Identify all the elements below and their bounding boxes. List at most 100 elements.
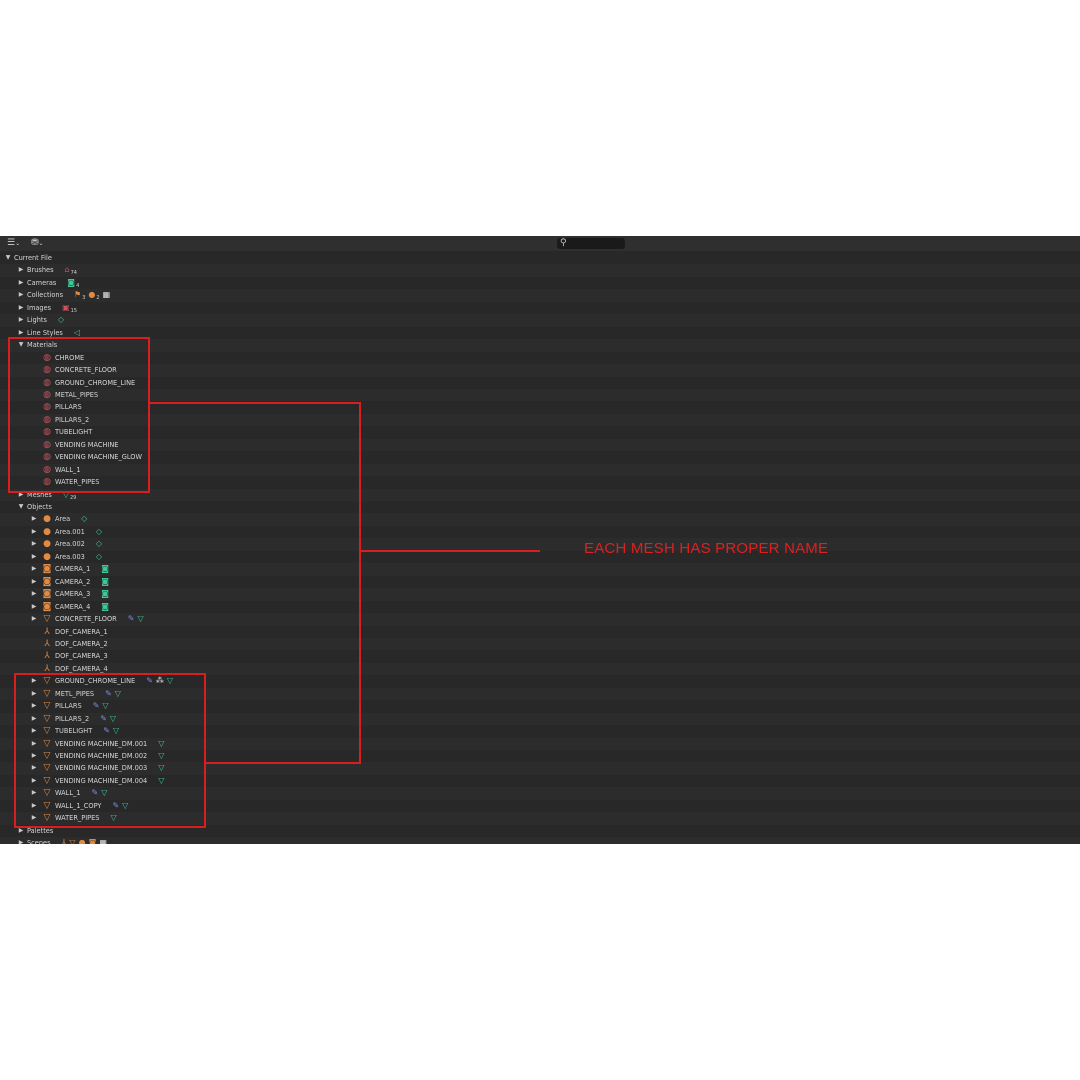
- expand-arrow-icon[interactable]: ▶: [31, 615, 37, 623]
- outliner-row[interactable]: ▶◙CAMERA_1◙: [0, 563, 1080, 576]
- camera-icon[interactable]: ◙: [88, 838, 97, 844]
- expand-arrow-icon[interactable]: ▶: [18, 490, 24, 498]
- mesh-data-icon[interactable]: ▽: [101, 788, 108, 798]
- outliner-row[interactable]: ▶Brushes⌂74: [0, 264, 1080, 277]
- outliner-row[interactable]: ◍WATER_PIPES: [0, 476, 1080, 489]
- display-mode-button[interactable]: ☰⌄: [7, 237, 20, 250]
- mesh-data-icon[interactable]: ▽: [114, 688, 121, 698]
- mesh-data-icon[interactable]: ▽: [158, 763, 165, 773]
- outliner-row[interactable]: ▶Images▣15: [0, 302, 1080, 315]
- outliner-row[interactable]: ◍VENDING MACHINE: [0, 438, 1080, 452]
- expand-arrow-icon[interactable]: ▶: [18, 826, 24, 834]
- scene-icon[interactable]: ▦: [102, 290, 111, 300]
- brush-icon[interactable]: ⌂: [64, 265, 70, 275]
- outliner-row[interactable]: ◍VENDING MACHINE_GLOW: [0, 451, 1080, 464]
- expand-arrow-icon[interactable]: ▶: [18, 328, 24, 336]
- outliner-row[interactable]: ▶Collections⚑3●2▦: [0, 289, 1080, 302]
- light-data-icon[interactable]: ◇: [81, 514, 88, 524]
- outliner-row[interactable]: ⅄DOF_CAMERA_4: [0, 662, 1080, 676]
- mesh-data-icon[interactable]: ▽: [110, 813, 117, 823]
- collection-icon[interactable]: ●: [88, 290, 96, 300]
- search-input[interactable]: [569, 238, 623, 249]
- expand-arrow-icon[interactable]: ▶: [18, 839, 24, 844]
- linestyle-icon[interactable]: ◁: [73, 327, 80, 337]
- modifier-wrench-icon[interactable]: ✎: [127, 614, 135, 624]
- camera-data-icon[interactable]: ◙: [101, 576, 110, 586]
- outliner-row[interactable]: ▶▽VENDING MACHINE_DM.001▽: [0, 737, 1080, 751]
- expand-arrow-icon[interactable]: ▶: [31, 714, 37, 722]
- expand-arrow-icon[interactable]: ▶: [31, 515, 37, 523]
- expand-arrow-icon[interactable]: ▶: [31, 727, 37, 735]
- outliner-row[interactable]: ▶▽WATER_PIPES▽: [0, 812, 1080, 825]
- outliner-row[interactable]: ▶▽PILLARS✎▽: [0, 700, 1080, 713]
- light-data-icon[interactable]: ◇: [57, 315, 65, 325]
- mesh-data-icon[interactable]: ▽: [158, 775, 165, 785]
- outliner-row[interactable]: ▶◙CAMERA_3◙: [0, 588, 1080, 601]
- outliner-row[interactable]: ▶●Area.002◇: [0, 538, 1080, 551]
- outliner-row[interactable]: ▶▽WALL_1_COPY✎▽: [0, 800, 1080, 813]
- expand-arrow-icon[interactable]: ▶: [31, 677, 37, 685]
- light-data-icon[interactable]: ◇: [95, 526, 102, 536]
- expand-arrow-icon[interactable]: ▶: [31, 789, 37, 797]
- outliner-row[interactable]: ▶Palettes: [0, 825, 1080, 838]
- expand-arrow-icon[interactable]: ▶: [31, 814, 37, 822]
- mesh-data-icon[interactable]: ▽: [109, 713, 117, 723]
- outliner-row[interactable]: ▶Meshes▽29: [0, 488, 1080, 502]
- outliner-row[interactable]: ◍CHROME: [0, 352, 1080, 365]
- mesh-data-icon[interactable]: ▽: [62, 489, 69, 499]
- expand-arrow-icon[interactable]: ▶: [31, 577, 37, 585]
- outliner-row[interactable]: ▶▽TUBELIGHT✎▽: [0, 725, 1080, 738]
- outliner-row[interactable]: ▼Materials: [0, 339, 1080, 352]
- modifier-wrench-icon[interactable]: ✎: [103, 726, 110, 736]
- outliner-row[interactable]: ▼Current File: [0, 252, 1080, 265]
- collapse-arrow-icon[interactable]: ▼: [5, 254, 11, 261]
- scene-icon[interactable]: ▦: [99, 838, 107, 844]
- expand-arrow-icon[interactable]: ▶: [31, 590, 37, 598]
- mesh-data-icon[interactable]: ▽: [112, 726, 120, 736]
- expand-arrow-icon[interactable]: ▶: [31, 752, 37, 759]
- camera-data-icon[interactable]: ◙: [101, 564, 110, 574]
- expand-arrow-icon[interactable]: ▶: [31, 540, 37, 548]
- mesh-data-icon[interactable]: ▽: [137, 614, 144, 624]
- outliner-row[interactable]: ▶▽VENDING MACHINE_DM.002▽: [0, 750, 1080, 763]
- outliner-row[interactable]: ▶◙CAMERA_2◙: [0, 576, 1080, 589]
- mesh-data-icon[interactable]: ▽: [102, 701, 109, 711]
- modifier-wrench-icon[interactable]: ✎: [91, 788, 99, 798]
- expand-arrow-icon[interactable]: ▶: [31, 776, 37, 784]
- image-icon[interactable]: ▣: [62, 302, 70, 312]
- mesh-data-icon[interactable]: ▽: [166, 676, 174, 686]
- outliner-row[interactable]: ◍METAL_PIPES: [0, 388, 1080, 402]
- outliner-row[interactable]: ▼Objects: [0, 501, 1080, 514]
- mesh-icon[interactable]: ▽: [69, 838, 76, 844]
- collapse-arrow-icon[interactable]: ▼: [18, 341, 24, 349]
- outliner-row[interactable]: ◍PILLARS_2: [0, 413, 1080, 427]
- outliner-row[interactable]: ◍TUBELIGHT: [0, 426, 1080, 439]
- modifier-wrench-icon[interactable]: ✎: [105, 688, 112, 698]
- collapse-arrow-icon[interactable]: ▼: [18, 503, 24, 510]
- outliner-row[interactable]: ▶●Area◇: [0, 513, 1080, 526]
- light-icon[interactable]: ●: [78, 838, 86, 844]
- modifier-wrench-icon[interactable]: ✎: [146, 676, 153, 686]
- empty-icon[interactable]: ⅄: [61, 838, 67, 844]
- camera-data-icon[interactable]: ◙: [101, 601, 110, 611]
- outliner-row[interactable]: ◍GROUND_CHROME_LINE: [0, 377, 1080, 390]
- outliner-row[interactable]: ▶▽GROUND_CHROME_LINE✎⁂▽: [0, 675, 1080, 688]
- outliner-row[interactable]: ◍PILLARS: [0, 401, 1080, 414]
- expand-arrow-icon[interactable]: ▶: [31, 702, 37, 710]
- camera-data-icon[interactable]: ◙: [101, 589, 110, 599]
- outliner-row[interactable]: ▶▽CONCRETE_FLOOR✎▽: [0, 613, 1080, 626]
- camera-data-icon[interactable]: ◙: [67, 277, 76, 287]
- outliner-row[interactable]: ⅄DOF_CAMERA_2: [0, 637, 1080, 651]
- outliner-row[interactable]: ◍CONCRETE_FLOOR: [0, 364, 1080, 377]
- particle-icon[interactable]: ⁂: [155, 676, 164, 686]
- modifier-wrench-icon[interactable]: ✎: [100, 713, 107, 723]
- outliner-row[interactable]: ▶▽VENDING MACHINE_DM.004▽: [0, 775, 1080, 788]
- search-field[interactable]: ⚲: [557, 238, 625, 249]
- expand-arrow-icon[interactable]: ▶: [31, 801, 37, 809]
- outliner-row[interactable]: ▶▽METL_PIPES✎▽: [0, 687, 1080, 701]
- outliner-row[interactable]: ▶▽VENDING MACHINE_DM.003▽: [0, 762, 1080, 775]
- outliner-row[interactable]: ▶▽WALL_1✎▽: [0, 787, 1080, 800]
- mesh-data-icon[interactable]: ▽: [158, 738, 165, 748]
- outliner-row[interactable]: ⅄DOF_CAMERA_1: [0, 626, 1080, 639]
- expand-arrow-icon[interactable]: ▶: [31, 565, 37, 573]
